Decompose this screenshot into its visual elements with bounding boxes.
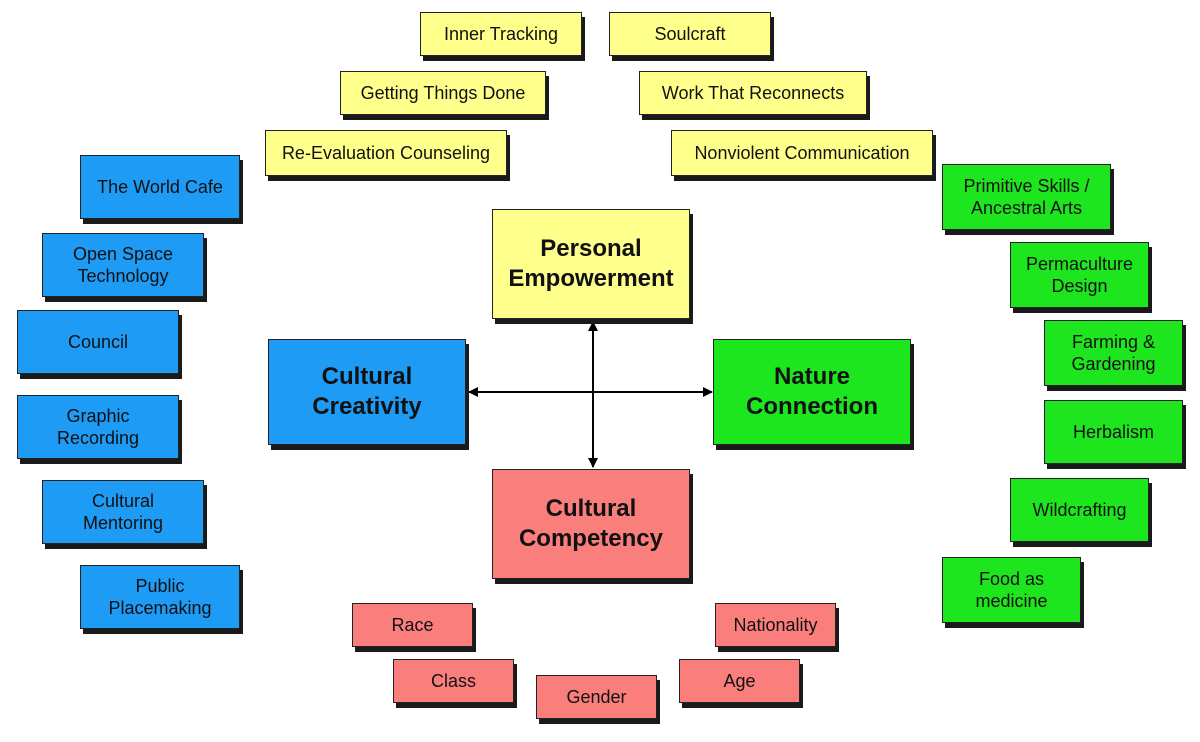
item-race: Race bbox=[352, 603, 473, 647]
item-open-space-technology: Open Space Technology bbox=[42, 233, 204, 297]
item-wildcrafting: Wildcrafting bbox=[1010, 478, 1149, 542]
item-class: Class bbox=[393, 659, 514, 703]
item-getting-things-done: Getting Things Done bbox=[340, 71, 546, 115]
item-age: Age bbox=[679, 659, 800, 703]
item-nationality: Nationality bbox=[715, 603, 836, 647]
item-re-evaluation-counseling: Re-Evaluation Counseling bbox=[265, 130, 507, 176]
item-the-world-cafe: The World Cafe bbox=[80, 155, 240, 219]
item-work-that-reconnects: Work That Reconnects bbox=[639, 71, 867, 115]
item-public-placemaking: Public Placemaking bbox=[80, 565, 240, 629]
hub-personal-empowerment: Personal Empowerment bbox=[492, 209, 690, 319]
item-nonviolent-communication: Nonviolent Communication bbox=[671, 130, 933, 176]
item-inner-tracking: Inner Tracking bbox=[420, 12, 582, 56]
item-cultural-mentoring: Cultural Mentoring bbox=[42, 480, 204, 544]
item-primitive-skills: Primitive Skills / Ancestral Arts bbox=[942, 164, 1111, 230]
hub-cultural-competency: Cultural Competency bbox=[492, 469, 690, 579]
hub-nature-connection: Nature Connection bbox=[713, 339, 911, 445]
item-graphic-recording: Graphic Recording bbox=[17, 395, 179, 459]
item-food-as-medicine: Food as medicine bbox=[942, 557, 1081, 623]
hub-cultural-creativity: Cultural Creativity bbox=[268, 339, 466, 445]
item-soulcraft: Soulcraft bbox=[609, 12, 771, 56]
item-farming-gardening: Farming & Gardening bbox=[1044, 320, 1183, 386]
item-permaculture-design: Permaculture Design bbox=[1010, 242, 1149, 308]
item-council: Council bbox=[17, 310, 179, 374]
item-herbalism: Herbalism bbox=[1044, 400, 1183, 464]
item-gender: Gender bbox=[536, 675, 657, 719]
